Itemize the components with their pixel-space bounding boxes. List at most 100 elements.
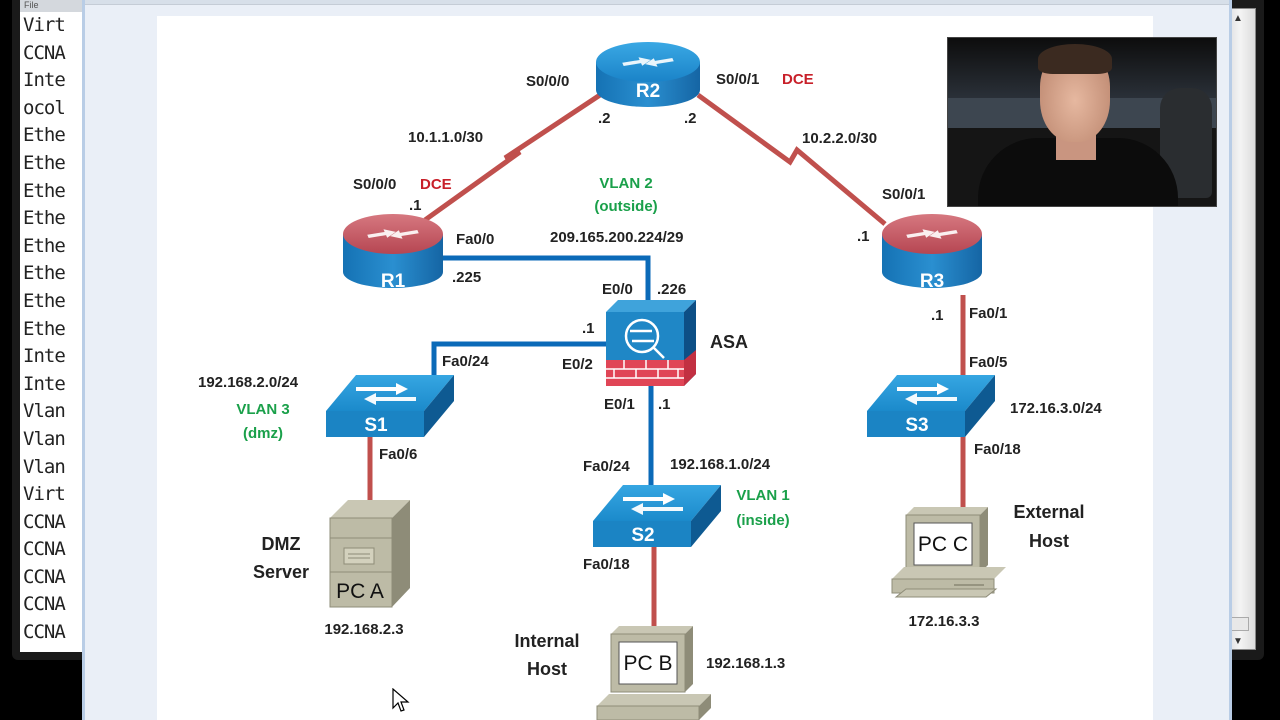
router-r2[interactable]: R2	[596, 42, 700, 107]
vlan1-label: VLAN 1	[736, 487, 789, 504]
terminal-line: Vlan	[23, 455, 66, 478]
router-r3[interactable]: R3	[882, 214, 982, 292]
r3-s001-label: S0/0/1	[882, 186, 925, 203]
pc-label: PC C	[918, 533, 968, 556]
r3-fa01-label: Fa0/1	[969, 305, 1007, 322]
network-outside: 209.165.200.224/29	[550, 229, 683, 246]
terminal-line: Inte	[23, 345, 66, 368]
vlan1-sub-label: (inside)	[736, 512, 789, 529]
terminal-line: Inte	[23, 69, 66, 92]
internal-host-label-1: Internal	[514, 631, 579, 651]
terminal-line: Virt	[23, 14, 66, 36]
terminal-line: CCNA	[23, 510, 66, 533]
links	[367, 92, 966, 628]
r1-fa00-label: Fa0/0	[456, 231, 494, 248]
r1-fa-ip: .225	[452, 269, 481, 286]
switch-label: S1	[364, 415, 388, 436]
s1-fa024-label: Fa0/24	[442, 353, 489, 370]
terminal-line: Virt	[23, 483, 66, 506]
switch-s1[interactable]: S1	[326, 375, 454, 437]
external-host-label-1: External	[1013, 502, 1084, 522]
pc-label: PC A	[336, 580, 384, 603]
network-r2-r3: 10.2.2.0/30	[802, 130, 877, 147]
r3-fa-ip: .1	[931, 307, 944, 324]
presenter-webcam-video	[947, 37, 1217, 207]
vlan2-label: VLAN 2	[599, 175, 652, 192]
asa-e00-ip: .226	[657, 281, 686, 298]
vlan3-label: VLAN 3	[236, 401, 289, 418]
terminal-line: ocol	[23, 96, 66, 119]
asa-e01-ip: .1	[658, 396, 671, 413]
pc-pcb[interactable]: PC B	[596, 626, 711, 720]
scroll-down-arrow-icon[interactable]: ▼	[1233, 636, 1243, 647]
network-inside: 192.168.1.0/24	[670, 456, 771, 473]
switch-s3[interactable]: S3	[867, 375, 995, 437]
terminal-line: CCNA	[23, 565, 66, 588]
r2-left-ip: .2	[598, 110, 611, 127]
pcb-ip: 192.168.1.3	[706, 655, 785, 672]
router-label: R1	[381, 271, 406, 292]
mouse-cursor-icon	[392, 688, 410, 712]
switch-label: S3	[905, 415, 928, 436]
asa-label: ASA	[710, 332, 748, 352]
r2-dce-label: DCE	[782, 71, 814, 88]
serial-link-r2-r3	[696, 92, 887, 226]
switch-s2[interactable]: S2	[593, 485, 721, 547]
asa-e01-label: E0/1	[604, 396, 635, 413]
terminal-line: Ethe	[23, 151, 66, 174]
terminal-line: CCNA	[23, 621, 66, 644]
ethernet-link-asa-s1	[431, 341, 606, 380]
terminal-line: Ethe	[23, 207, 66, 230]
terminal-line: Vlan	[23, 400, 66, 423]
terminal-line: Ethe	[23, 124, 66, 147]
pc-label: PC B	[623, 652, 672, 675]
asa-firewall[interactable]	[606, 300, 696, 386]
ethernet-link-r1-asa	[440, 255, 651, 300]
s2-fa018-label: Fa0/18	[583, 556, 630, 573]
terminal-line: Inte	[23, 372, 66, 395]
scroll-up-arrow-icon[interactable]: ▲	[1233, 13, 1243, 24]
pca-ip: 192.168.2.3	[324, 621, 403, 638]
vlan2-sub-label: (outside)	[594, 198, 657, 215]
external-host-label-2: Host	[1029, 531, 1069, 551]
router-label: R3	[920, 271, 944, 292]
terminal-line: Ethe	[23, 179, 66, 202]
router-r1[interactable]: R1	[343, 214, 443, 292]
asa-e02-ip: .1	[582, 320, 595, 337]
serial-link-r1-r2	[423, 92, 602, 223]
terminal-line: Ethe	[23, 317, 66, 340]
terminal-line: Ethe	[23, 262, 66, 285]
terminal-line: CCNA	[23, 41, 66, 64]
pcc-ip: 172.16.3.3	[909, 613, 980, 630]
terminal-line: Ethe	[23, 289, 66, 312]
r1-s000-label: S0/0/0	[353, 176, 396, 193]
dmz-server-label-2: Server	[253, 562, 309, 582]
r2-s000-label: S0/0/0	[526, 73, 569, 90]
s3-fa05-label: Fa0/5	[969, 354, 1007, 371]
interface-labels: S0/0/0 S0/0/1 DCE .2 .2 10.1.1.0/30 10.2…	[198, 71, 1102, 679]
pc-pcc[interactable]: PC C	[891, 507, 1006, 598]
switch-label: S2	[631, 525, 654, 546]
r2-right-ip: .2	[684, 110, 697, 127]
r1-serial-ip: .1	[409, 197, 422, 214]
switch-arrows-icon	[897, 383, 957, 405]
terminal-line: Vlan	[23, 427, 66, 450]
terminal-line: CCNA	[23, 593, 66, 616]
menu-file[interactable]: File	[24, 0, 39, 10]
server-pca[interactable]: PC A	[329, 500, 410, 608]
terminal-line: CCNA	[23, 538, 66, 561]
s2-fa024-label: Fa0/24	[583, 458, 630, 475]
terminal-line: Ethe	[23, 234, 66, 257]
switch-arrows-icon	[623, 493, 683, 515]
window-top-bar	[85, 0, 1229, 5]
network-dmz: 192.168.2.0/24	[198, 374, 299, 391]
s1-fa06-label: Fa0/6	[379, 446, 417, 463]
asa-e00-label: E0/0	[602, 281, 633, 298]
internal-host-label-2: Host	[527, 659, 567, 679]
dmz-server-label-1: DMZ	[262, 534, 301, 554]
s3-fa018-label: Fa0/18	[974, 441, 1021, 458]
vlan3-sub-label: (dmz)	[243, 425, 283, 442]
asa-e02-label: E0/2	[562, 356, 593, 373]
